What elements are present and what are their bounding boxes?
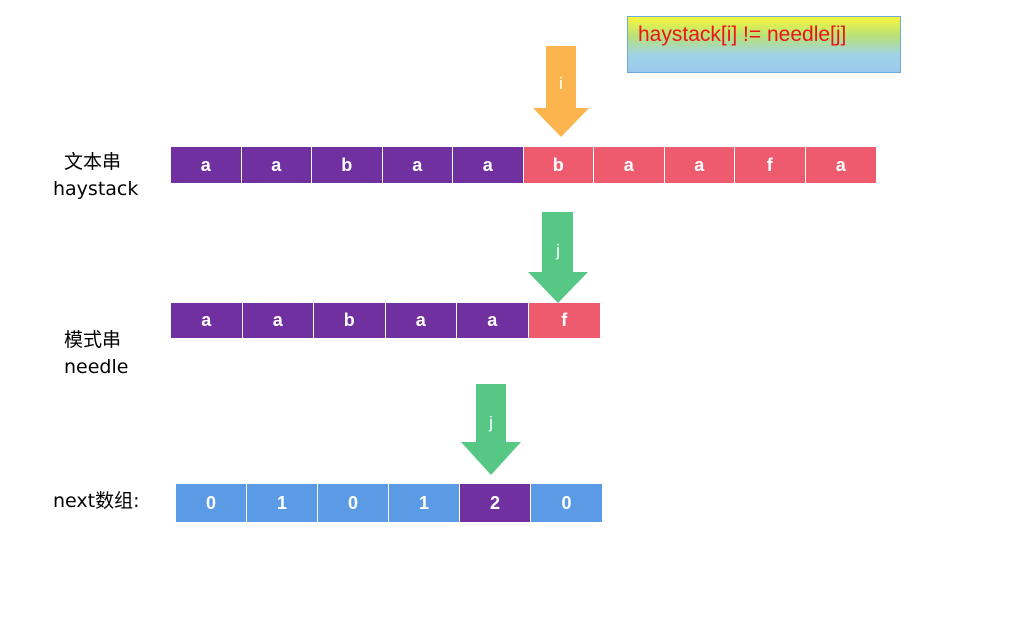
j-next-pointer-arrow [461,384,521,475]
next-cell-1: 1 [247,484,318,522]
haystack-cell-4: a [453,147,524,183]
i-pointer-arrow [533,46,589,137]
j-needle-pointer-arrow [528,212,588,303]
haystack-label-en: haystack [53,178,139,200]
haystack-cell-6: a [594,147,665,183]
haystack-label-cn: 文本串 [64,151,122,173]
haystack-cell-7: a [664,147,735,183]
next-array-label: next数组: [53,490,140,512]
next-cell-4: 2 [460,484,531,522]
i-pointer-label: i [559,74,563,93]
next-cell-2: 0 [318,484,389,522]
needle-cell-1: a [242,303,314,338]
needle-cell-4: a [457,303,529,338]
condition-callout: haystack[i] != needle[j] [627,16,901,73]
next-cell-3: 1 [389,484,460,522]
j-next-pointer-label: j [489,413,493,432]
haystack-cell-3: a [382,147,453,183]
needle-cell-0: a [171,303,243,338]
needle-cell-5: f [528,303,600,338]
needle-cell-2: b [314,303,386,338]
haystack-cell-1: a [241,147,312,183]
haystack-cell-2: b [312,147,383,183]
next-cell-0: 0 [176,484,247,522]
next-cell-5: 0 [531,484,602,522]
haystack-cell-9: a [805,147,876,183]
needle-cell-3: a [385,303,457,338]
condition-text: haystack[i] != needle[j] [638,23,847,46]
haystack-cell-8: f [735,147,806,183]
needle-label-en: needle [64,356,129,378]
haystack-cell-5: b [523,147,594,183]
needle-label-cn: 模式串 [64,329,122,351]
j-needle-pointer-label: j [556,241,560,260]
haystack-cell-0: a [171,147,242,183]
